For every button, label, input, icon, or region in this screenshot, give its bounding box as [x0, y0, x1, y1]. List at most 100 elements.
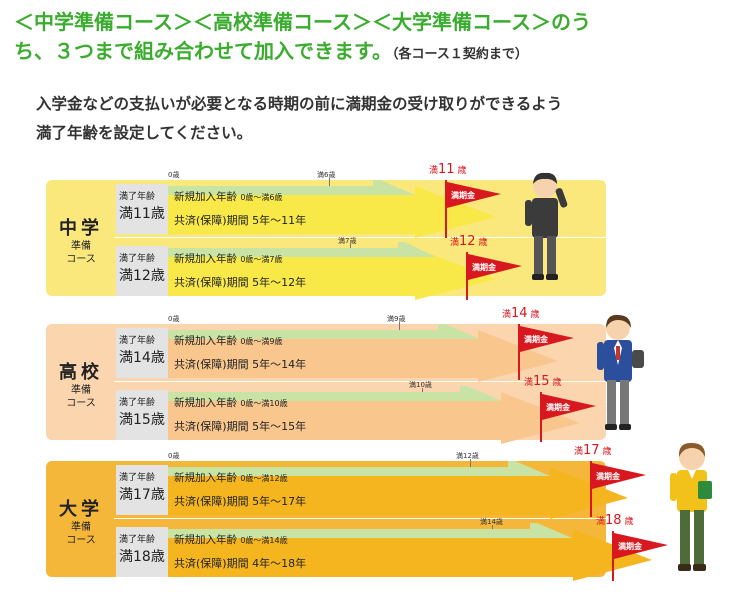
row-divider [114, 518, 606, 519]
heading-note: （各コース１契約まで） [392, 47, 528, 62]
row-divider [114, 381, 606, 382]
new-join-label: 新規加入年齢 [174, 253, 237, 265]
new-join-limit-tick: 満12歳 [456, 452, 479, 460]
new-join-limit-tick: 満9歳 [387, 315, 406, 323]
new-join-limit-tick: 満14歳 [480, 518, 503, 526]
maturity-age-marker: 満11 歳 [429, 162, 467, 177]
student-junior-high-illustration [525, 172, 568, 280]
maturity-age-value: 満18歳 [119, 549, 165, 565]
period-arrow [168, 461, 628, 519]
new-join-label: 新規加入年齢 [174, 191, 237, 203]
maturity-age-marker: 満18 歳 [596, 513, 634, 528]
flag-label: 満期金 [596, 472, 620, 481]
course-name: 大学 [59, 499, 103, 520]
insurance-period-value: 5年～14年 [252, 358, 307, 371]
insurance-period-value: 4年～18年 [252, 557, 307, 570]
maturity-age-label: 満了年齢 [119, 398, 156, 408]
maturity-age-label: 満了年齢 [119, 192, 156, 202]
maturity-age-marker: 満14 歳 [502, 306, 540, 321]
insurance-period-label: 共済(保障)期間 [174, 214, 249, 227]
flag-label: 満期金 [524, 335, 548, 344]
maturity-age-box: 満了年齢 満12歳 [116, 246, 168, 296]
insurance-period-label: 共済(保障)期間 [174, 276, 249, 289]
maturity-age-value: 満12歳 [119, 268, 165, 284]
course-name: 中学 [59, 218, 103, 239]
heading-line-1: ＜中学準備コース＞＜高校準備コース＞＜大学準備コース＞のう [14, 10, 591, 34]
insurance-period-value: 5年～11年 [252, 214, 307, 227]
start-age-tick: 0歳 [168, 315, 180, 323]
course-label: 高校 準備 コース [52, 358, 110, 410]
course-sub-2: コース [66, 535, 96, 546]
course-university: 大学 準備 コース 0歳 満12歳 満了年齢 満17歳 新規加入年齢 0歳～満1… [38, 442, 746, 581]
maturity-age-label: 満了年齢 [119, 535, 156, 545]
flag-label: 満期金 [472, 263, 496, 272]
new-join-range: 0歳～満9歳 [240, 337, 283, 346]
maturity-age-box: 満了年齢 満11歳 [116, 184, 168, 234]
insurance-period-value: 5年～17年 [252, 495, 307, 508]
course-row: 満了年齢 満18歳 新規加入年齢 0歳～満14歳 共済(保障)期間 4年～18年 [116, 523, 676, 581]
new-join-limit-tick: 満7歳 [338, 237, 357, 245]
new-join-range: 0歳～満14歳 [240, 536, 288, 545]
course-row: 満了年齢 満11歳 新規加入年齢 0歳～満6歳 共済(保障)期間 5年～11年 [116, 180, 676, 238]
row-divider [114, 237, 606, 238]
course-sub-2: コース [66, 254, 96, 265]
description: 入学金などの支払いが必要となる時期の前に満期金の受け取りができるよう 満了年齢を… [36, 90, 726, 148]
maturity-age-box: 満了年齢 満15歳 [116, 390, 168, 440]
maturity-age-label: 満了年齢 [119, 473, 156, 483]
period-arrow [168, 324, 558, 382]
course-name: 高校 [59, 362, 103, 383]
course-sub-1: 準備 [71, 241, 91, 252]
new-join-label: 新規加入年齢 [174, 335, 237, 347]
maturity-age-value: 満11歳 [119, 206, 165, 222]
student-university-illustration [670, 442, 712, 571]
description-line-2: 満了年齢を設定してください。 [36, 124, 253, 142]
insurance-period-value: 5年～12年 [252, 276, 307, 289]
maturity-age-label: 満了年齢 [119, 254, 156, 264]
new-join-range: 0歳～満6歳 [240, 193, 283, 202]
heading-line-2: ち、３つまで組み合わせて加入できます。 [14, 39, 392, 63]
description-line-1: 入学金などの支払いが必要となる時期の前に満期金の受け取りができるよう [36, 95, 563, 113]
insurance-period-label: 共済(保障)期間 [174, 420, 249, 433]
course-sub-1: 準備 [71, 385, 91, 396]
insurance-period-label: 共済(保障)期間 [174, 358, 249, 371]
course-junior-high: 中学 準備 コース 0歳 満6歳 満了年齢 満11歳 新規加入年齢 0歳～満6歳… [38, 162, 746, 300]
new-join-limit-tick: 満6歳 [317, 171, 336, 179]
maturity-age-box: 満了年齢 満18歳 [116, 527, 168, 577]
maturity-age-marker: 満17 歳 [574, 443, 612, 458]
page-heading: ＜中学準備コース＞＜高校準備コース＞＜大学準備コース＞のう ち、３つまで組み合わ… [14, 8, 736, 69]
course-label: 中学 準備 コース [52, 214, 110, 266]
maturity-age-marker: 満15 歳 [524, 374, 562, 389]
maturity-age-box: 満了年齢 満17歳 [116, 465, 168, 515]
new-join-label: 新規加入年齢 [174, 472, 237, 484]
course-sub-2: コース [66, 398, 96, 409]
start-age-tick: 0歳 [168, 171, 180, 179]
course-sub-1: 準備 [71, 522, 91, 533]
flag-label: 満期金 [546, 403, 570, 412]
period-arrow [168, 386, 580, 444]
course-row: 満了年齢 満12歳 新規加入年齢 0歳～満7歳 共済(保障)期間 5年～12年 [116, 242, 676, 300]
maturity-age-box: 満了年齢 満14歳 [116, 328, 168, 378]
new-join-limit-tick: 満10歳 [409, 381, 432, 389]
course-label: 大学 準備 コース [52, 495, 110, 547]
new-join-range: 0歳～満10歳 [240, 399, 288, 408]
tick-line [470, 459, 471, 469]
period-arrow [168, 523, 652, 581]
new-join-label: 新規加入年齢 [174, 534, 237, 546]
course-row: 満了年齢 満15歳 新規加入年齢 0歳～満10歳 共済(保障)期間 5年～15年 [116, 386, 676, 444]
period-arrow [168, 180, 496, 238]
course-row: 満了年齢 満14歳 新規加入年齢 0歳～満9歳 共済(保障)期間 5年～14年 [116, 324, 676, 382]
maturity-age-label: 満了年齢 [119, 336, 156, 346]
period-arrow [168, 242, 496, 300]
course-high-school: 高校 準備 コース 0歳 満9歳 満了年齢 満14歳 新規加入年齢 0歳～満9歳… [38, 306, 746, 444]
new-join-range: 0歳～満12歳 [240, 474, 288, 483]
flag-label: 満期金 [618, 542, 642, 551]
new-join-range: 0歳～満7歳 [240, 255, 283, 264]
insurance-period-label: 共済(保障)期間 [174, 495, 249, 508]
maturity-age-value: 満15歳 [119, 412, 165, 428]
tick-line [399, 322, 400, 332]
insurance-period-label: 共済(保障)期間 [174, 557, 249, 570]
start-age-tick: 0歳 [168, 452, 180, 460]
maturity-age-value: 満17歳 [119, 487, 165, 503]
tick-line [329, 178, 330, 188]
student-high-school-illustration [597, 314, 644, 430]
